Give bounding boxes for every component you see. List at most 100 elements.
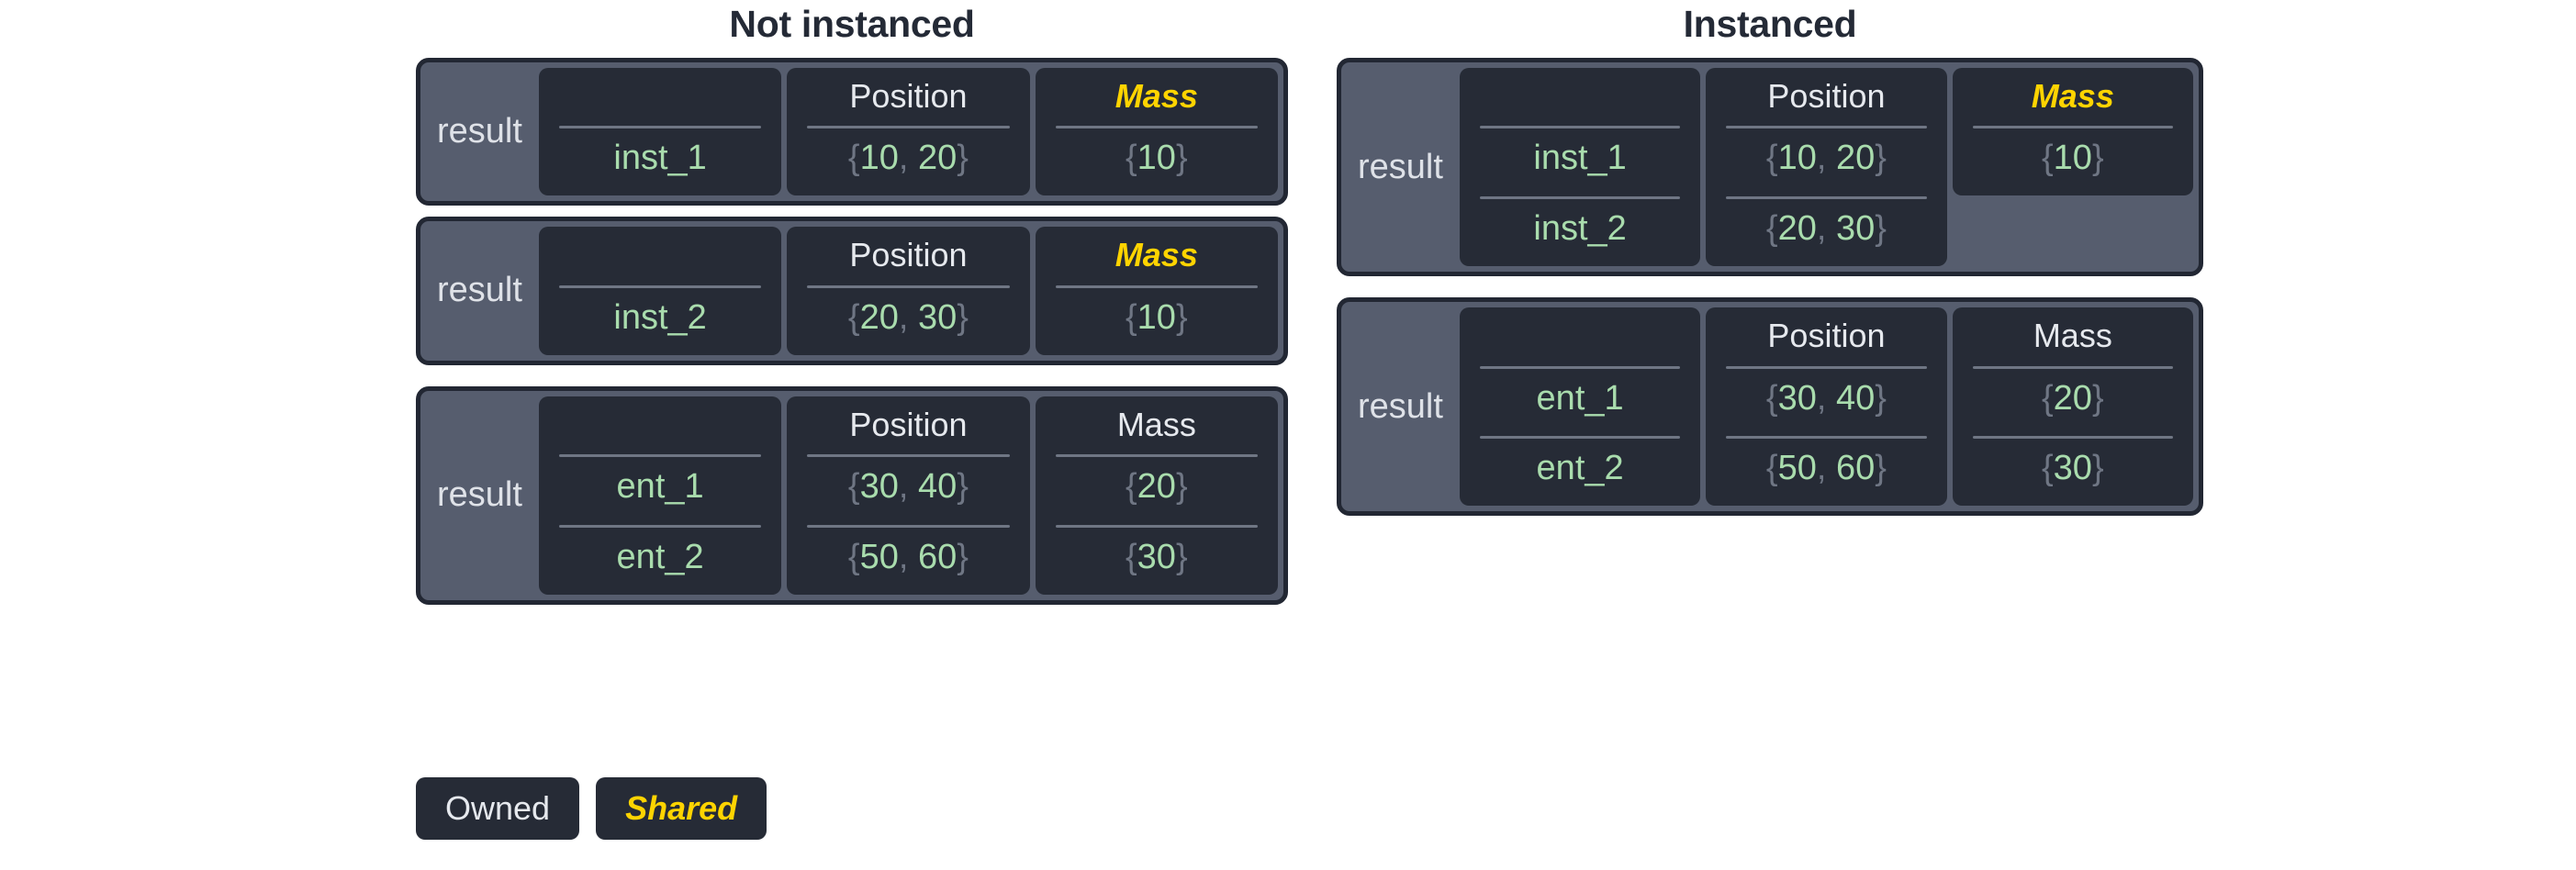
comma-glyph: , bbox=[1816, 139, 1827, 178]
cell-value: ent_2 bbox=[616, 537, 704, 576]
comma-glyph: , bbox=[898, 467, 909, 507]
component-column: Mass{10} bbox=[1035, 68, 1278, 196]
comma-glyph: , bbox=[898, 297, 909, 337]
column-header: Position bbox=[1767, 77, 1886, 115]
card-label: result bbox=[1358, 147, 1443, 186]
cell-value: {10} bbox=[1125, 297, 1188, 337]
brace-glyph: } bbox=[1875, 209, 1887, 249]
card-label: result bbox=[437, 271, 522, 310]
card-label: result bbox=[437, 475, 522, 515]
brace-glyph: { bbox=[1125, 297, 1137, 337]
cell-value: ent_1 bbox=[1536, 378, 1624, 418]
cell-value: {20} bbox=[1125, 467, 1188, 507]
row-separator bbox=[1479, 365, 1681, 369]
brace-glyph: } bbox=[1175, 139, 1188, 178]
row-separator bbox=[1055, 524, 1258, 528]
card-label: result bbox=[1358, 386, 1443, 426]
row-separator bbox=[1479, 436, 1681, 440]
brace-glyph: } bbox=[1175, 297, 1188, 337]
brace-glyph: { bbox=[1765, 449, 1778, 488]
row-separator bbox=[1726, 196, 1927, 200]
brace-glyph: } bbox=[2091, 378, 2104, 418]
cell-value: inst_1 bbox=[1533, 139, 1627, 178]
brace-glyph: } bbox=[957, 297, 969, 337]
card-columns: inst_2 Position {20, 30} Mass {10} bbox=[538, 227, 1278, 355]
brace-glyph: { bbox=[1125, 139, 1137, 178]
component-column: Mass {10} bbox=[1952, 68, 2193, 196]
column-header bbox=[1460, 73, 1700, 117]
row-separator bbox=[1972, 126, 2173, 129]
comma-glyph: , bbox=[1816, 449, 1827, 488]
brace-glyph: { bbox=[2041, 139, 2054, 178]
row-separator bbox=[1055, 454, 1258, 458]
brace-glyph: { bbox=[1125, 537, 1137, 576]
brace-glyph: } bbox=[957, 139, 969, 178]
column-header bbox=[1460, 313, 1700, 357]
component-column: Mass {10} bbox=[1035, 227, 1278, 355]
row-separator bbox=[807, 524, 1010, 528]
column-header bbox=[539, 402, 781, 446]
cell-value: {10, 20} bbox=[1765, 139, 1887, 178]
row-separator bbox=[1726, 436, 1927, 440]
component-column: Position {10, 20} {20, 30} bbox=[1706, 68, 1947, 267]
cell-value: {50, 60} bbox=[1765, 449, 1887, 488]
legend: Owned Shared bbox=[416, 777, 767, 840]
cell-value: {30, 40} bbox=[1765, 378, 1887, 418]
cell-value: {30, 40} bbox=[847, 467, 969, 507]
brace-glyph: { bbox=[1765, 378, 1778, 418]
brace-glyph: } bbox=[1175, 467, 1188, 507]
component-column: Position {10, 20} bbox=[787, 68, 1030, 196]
column-header: Position bbox=[849, 405, 968, 443]
row-separator bbox=[807, 126, 1010, 129]
cell-value: {10} bbox=[2041, 139, 2104, 178]
column-header bbox=[539, 232, 781, 276]
brace-glyph: } bbox=[1875, 378, 1887, 418]
component-column: Position{30, 40}{50, 60} bbox=[1706, 307, 1947, 507]
row-separator bbox=[558, 524, 762, 528]
component-column: Position {30, 40} {50, 60} bbox=[787, 396, 1030, 595]
column-title: Instanced bbox=[1683, 3, 1857, 45]
cell-value: {20, 30} bbox=[847, 297, 969, 337]
row-separator bbox=[558, 284, 762, 288]
component-column: Position {20, 30} bbox=[787, 227, 1030, 355]
row-separator bbox=[807, 454, 1010, 458]
column-header: Position bbox=[849, 77, 968, 115]
column-title: Not instanced bbox=[729, 3, 975, 45]
cell-value: {30} bbox=[1125, 537, 1188, 576]
comma-glyph: , bbox=[1816, 378, 1827, 418]
column-header: Mass bbox=[1114, 236, 1198, 274]
cell-value: {10, 20} bbox=[847, 139, 969, 178]
row-separator bbox=[1479, 126, 1681, 129]
brace-glyph: } bbox=[1875, 449, 1887, 488]
brace-glyph: } bbox=[2091, 139, 2104, 178]
brace-glyph: } bbox=[957, 537, 969, 576]
comma-glyph: , bbox=[898, 537, 909, 576]
column-header: Position bbox=[849, 236, 968, 274]
cell-value: {50, 60} bbox=[847, 537, 969, 576]
cell-value: {20} bbox=[2041, 378, 2104, 418]
brace-glyph: } bbox=[1175, 537, 1188, 576]
brace-glyph: } bbox=[1875, 139, 1887, 178]
cell-value: inst_1 bbox=[613, 139, 707, 178]
column-header: Mass bbox=[2033, 317, 2112, 355]
result-card: result inst_2 Position {20, 30} Mass {10} bbox=[416, 217, 1288, 365]
brace-glyph: { bbox=[2041, 449, 2054, 488]
legend-item-shared: Shared bbox=[596, 777, 767, 840]
row-separator bbox=[558, 454, 762, 458]
column-header: Mass bbox=[2031, 77, 2114, 115]
cell-value: {20, 30} bbox=[1765, 209, 1887, 249]
column-header bbox=[539, 73, 781, 117]
component-column: Mass{20}{30} bbox=[1035, 396, 1278, 595]
component-column: inst_2 bbox=[538, 227, 782, 355]
row-separator bbox=[558, 126, 762, 129]
legend-item-owned: Owned bbox=[416, 777, 580, 840]
